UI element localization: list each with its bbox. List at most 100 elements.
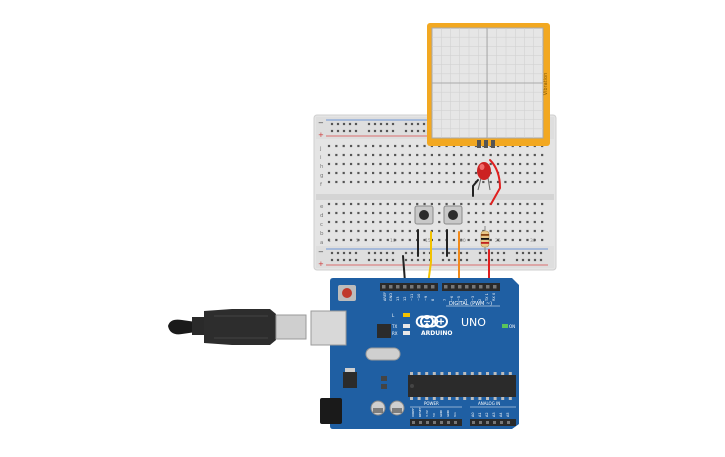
resistor[interactable]: [480, 226, 490, 252]
breadboard-hole: [526, 220, 529, 224]
chip-pin: [501, 372, 505, 375]
breadboard-hole: [357, 229, 360, 233]
chip-pin: [486, 397, 489, 400]
breadboard-hole: [416, 202, 419, 206]
breadboard-hole: [533, 153, 536, 157]
wire-black-gnd[interactable]: [402, 255, 406, 283]
dc-power-jack: [320, 398, 342, 424]
rail-hole: [354, 122, 358, 126]
breadboard-hole: [489, 211, 492, 215]
vibration-sensor[interactable]: Vibration: [427, 23, 550, 148]
breadboard-hole: [511, 171, 514, 175]
breadboard-hole: [467, 180, 470, 184]
rail-hole: [391, 251, 395, 255]
model-label: UNO: [461, 316, 486, 329]
breadboard-hole: [349, 238, 353, 242]
wires: [402, 159, 502, 285]
breadboard-hole: [533, 162, 536, 166]
breadboard-hole: [342, 220, 345, 224]
breadboard-hole: [452, 171, 456, 175]
breadboard-hole: [526, 211, 529, 215]
power-pin-label: IOREF: [411, 408, 415, 417]
analog-pin-labels: A0 A1 A2 A3 A4 A5: [471, 412, 510, 417]
reset-button[interactable]: [342, 288, 352, 298]
breadboard-hole: [335, 220, 338, 224]
breadboard-hole: [357, 180, 360, 184]
usb-cable[interactable]: [168, 309, 307, 345]
wire-red-sensor[interactable]: [489, 159, 502, 205]
breadboard-hole: [335, 171, 338, 175]
rail-hole: [465, 251, 469, 255]
breadboard-row-letters: j i h g f e d c b a: [319, 146, 324, 246]
header-hole: [454, 421, 457, 424]
breadboard-hole: [430, 202, 433, 206]
arduino-uno-board[interactable]: AREF GND 13 12 ~11 ~10 ~9 8 7 ~6 ~5 4 ~3…: [310, 278, 519, 429]
breadboard-hole: [357, 144, 360, 148]
led-body: [477, 162, 491, 180]
breadboard-hole: [379, 180, 382, 184]
breadboard-hole: [526, 180, 529, 184]
rail-hole: [354, 251, 358, 255]
breadboard-hole: [349, 202, 353, 206]
header-hole: [431, 285, 435, 289]
rail-plus-bottom: +: [318, 260, 324, 268]
column-number: 5: [356, 238, 359, 244]
breadboard-hole: [342, 202, 345, 206]
breadboard-hole: [327, 180, 331, 184]
breadboard-hole: [474, 171, 478, 175]
rail-hole: [410, 129, 414, 133]
breadboard-hole: [386, 171, 389, 175]
breadboard-hole: [430, 180, 433, 184]
breadboard-hole: [438, 211, 441, 215]
row-letter: c: [320, 222, 323, 228]
rail-minus-top: −: [318, 119, 324, 127]
red-led[interactable]: [477, 162, 491, 191]
chip-pin: [493, 372, 497, 375]
breadboard-hole: [394, 202, 397, 206]
chip-pin: [478, 397, 482, 400]
breadboard-hole: [438, 162, 441, 166]
push-button-2[interactable]: [443, 205, 463, 225]
breadboard-hole: [394, 238, 397, 242]
breadboard-hole: [423, 238, 426, 242]
push-button-1[interactable]: [414, 205, 434, 225]
wire-yellow-pin[interactable]: [427, 231, 432, 285]
breadboard-hole: [349, 229, 353, 233]
breadboard-hole: [430, 229, 433, 233]
sensor-label: Vibration: [543, 73, 549, 96]
analog-pin-label: A4: [499, 412, 503, 417]
breadboard-hole: [474, 153, 478, 157]
rail-hole: [336, 258, 340, 262]
breadboard-hole: [519, 153, 522, 157]
rail-hole: [422, 251, 426, 255]
rail-hole: [385, 251, 389, 255]
rail-hole: [391, 129, 395, 133]
breadboard-hole: [496, 211, 500, 215]
rail-hole: [330, 122, 334, 126]
rail-hole: [330, 251, 334, 255]
breadboard-hole: [467, 229, 470, 233]
breadboard-hole: [504, 202, 507, 206]
breadboard-hole: [511, 220, 514, 224]
breadboard-hole: [526, 238, 529, 242]
header-hole: [419, 421, 422, 424]
breadboard-hole: [541, 220, 544, 224]
wire-black-led[interactable]: [472, 179, 479, 197]
breadboard-hole: [349, 211, 353, 215]
breadboard-hole: [482, 211, 485, 215]
rail-hole: [484, 251, 488, 255]
atmega-chip: [408, 375, 516, 397]
breadboard-hole: [386, 238, 389, 242]
regulator-tab: [345, 368, 355, 372]
breadboard-hole: [452, 229, 456, 233]
rail-hole: [422, 122, 426, 126]
breadboard-hole: [438, 229, 441, 233]
breadboard-hole: [504, 153, 507, 157]
rail-hole: [459, 258, 463, 262]
breadboard-hole: [423, 171, 426, 175]
header-hole: [426, 421, 429, 424]
breadboard-hole: [386, 180, 389, 184]
breadboard-hole: [489, 220, 492, 224]
breadboard-hole: [364, 162, 367, 166]
